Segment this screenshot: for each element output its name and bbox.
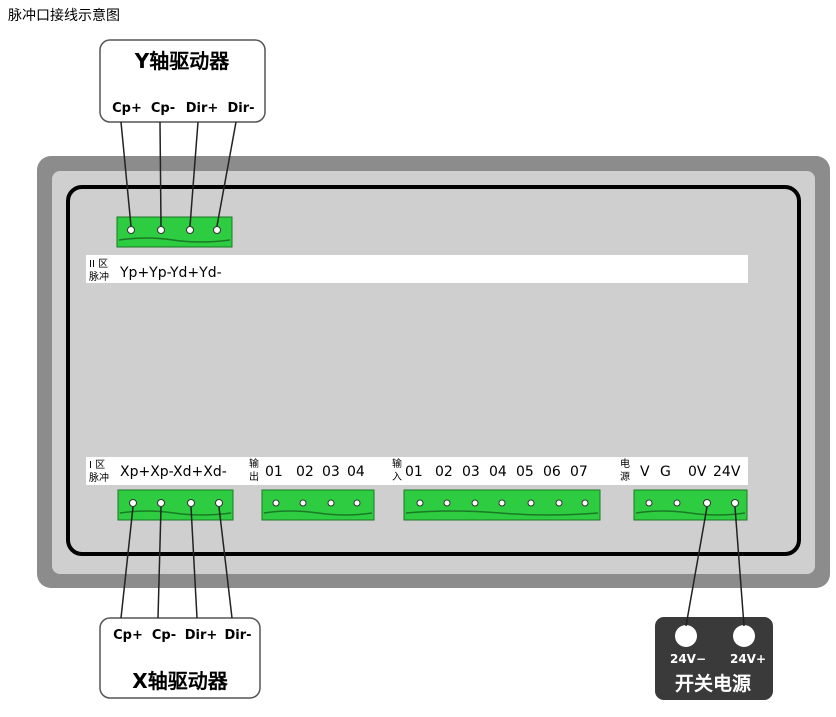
y-driver-pin: Cp- (151, 101, 175, 116)
x-driver-box (99, 617, 261, 699)
y-driver-pin: Dir- (227, 101, 254, 116)
y-driver-pin: Dir+ (186, 101, 219, 116)
power-pin-label: V (640, 464, 650, 480)
y-driver-name: Y轴驱动器 (134, 49, 230, 73)
lower-label-strip (86, 457, 748, 485)
x-driver-pin: Cp- (152, 628, 176, 643)
y-driver-wires (120, 121, 237, 227)
output-pin-label: 03 (322, 464, 340, 480)
lower-pulse-tag-bottom: 脉冲 (89, 471, 109, 484)
y-driver-pin: Cp+ (112, 101, 142, 116)
upper-zone-tag-top: II 区 (89, 258, 108, 270)
psu-terminal-negative (675, 625, 697, 647)
output-pin-label: 04 (347, 464, 365, 480)
input-pin-label: 01 (405, 464, 423, 480)
psu-wires (685, 506, 745, 627)
psu-name: 开关电源 (675, 672, 751, 695)
power-pin-label: 24V (713, 464, 741, 480)
terminal-block-y-pulse (116, 216, 233, 248)
power-pin-label: G (660, 464, 671, 480)
controller-bezel (66, 185, 801, 556)
output-tag-bottom: 出 (249, 470, 259, 483)
terminal-block-input (403, 489, 601, 521)
input-pin-label: 07 (570, 464, 588, 480)
upper-label-strip (86, 255, 748, 283)
terminal-block-output (261, 489, 375, 521)
y-driver-box (99, 39, 266, 123)
psu-terminal-label: 24V+ (730, 652, 766, 666)
input-pin-label: 03 (462, 464, 480, 480)
psu-terminal-positive (733, 625, 755, 647)
power-pin-label: 0V (688, 464, 707, 480)
upper-pulse-signals: Yp+Yp-Yd+Yd- (119, 265, 222, 281)
lower-pulse-tag-top: I 区 (89, 459, 105, 471)
input-pin-label: 02 (435, 464, 453, 480)
page-title: 脉冲口接线示意图 (8, 8, 120, 24)
input-pin-label: 04 (489, 464, 507, 480)
input-pin-label: 06 (543, 464, 561, 480)
output-pin-label: 01 (265, 464, 283, 480)
x-driver-pin: Cp+ (113, 628, 143, 643)
input-tag-bottom: 入 (392, 472, 402, 483)
input-tag-top: 输 (392, 457, 402, 470)
output-tag-top: 输 (249, 457, 259, 470)
upper-zone-tag-bottom: 脉冲 (89, 270, 109, 283)
power-tag-top: 电 (620, 457, 630, 470)
terminal-block-x-pulse (117, 489, 234, 521)
x-driver-pin: Dir- (224, 628, 251, 643)
x-driver-pin: Dir+ (185, 628, 218, 643)
x-driver-name: X轴驱动器 (132, 669, 228, 693)
power-tag-bottom: 源 (620, 470, 630, 483)
lower-pulse-signals: Xp+Xp-Xd+Xd- (120, 464, 227, 480)
x-driver-wires (120, 506, 233, 619)
psu-terminal-label: 24V− (670, 652, 706, 666)
input-pin-label: 05 (516, 464, 534, 480)
terminal-block-power (633, 489, 748, 521)
output-pin-label: 02 (296, 464, 314, 480)
